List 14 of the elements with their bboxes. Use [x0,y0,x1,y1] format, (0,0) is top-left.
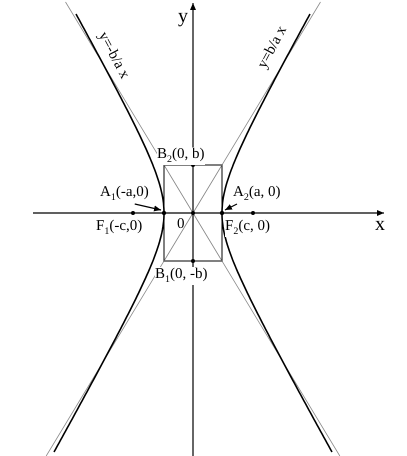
point-label: B$_{1}$(0, -b) [155,267,208,285]
point-label: A$_{1}$(-a,0) [100,185,149,203]
axis-label: x [375,214,385,234]
point-label: B$_{2}$(0, b) [157,147,205,165]
asymptote-label: y=b/a x [255,24,290,72]
leader-arrow [134,203,162,212]
vertex-point [220,210,224,216]
vertex-point [162,210,166,216]
origin-label: 0 [177,217,184,232]
axis-label: y [178,6,188,26]
point-label: F$_{1}$(-c,0) [96,219,142,237]
leader-arrow [224,203,238,211]
point-label: F$_{2}$(c, 0) [225,219,270,237]
point-label: A$_{2}$(a, 0) [233,185,280,203]
